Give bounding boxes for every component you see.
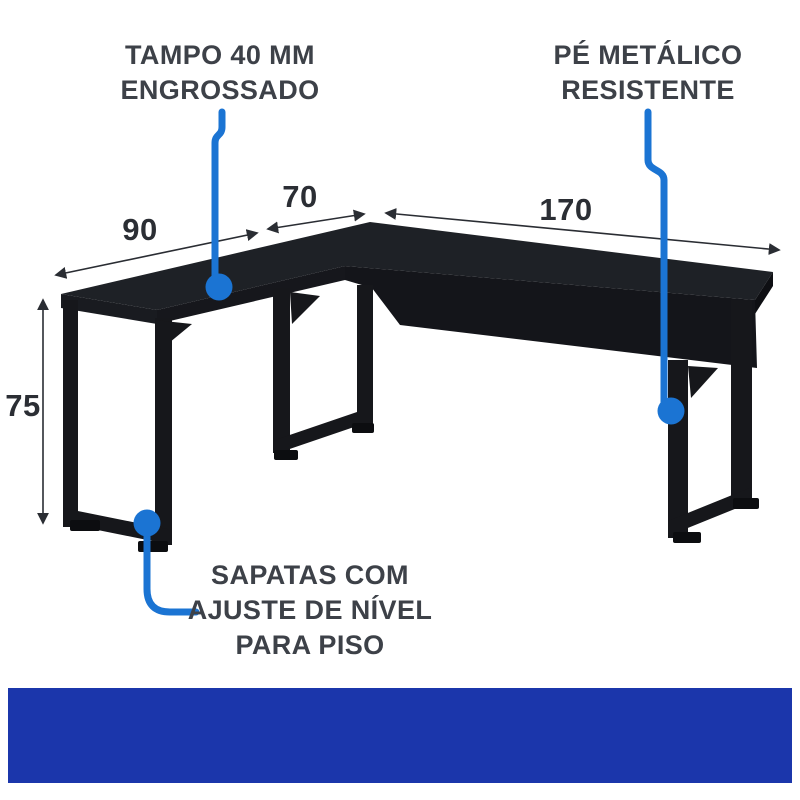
left-leg-gusset bbox=[155, 320, 192, 352]
left-leg-inner-post bbox=[155, 318, 172, 545]
dimension-value-90: 90 bbox=[122, 212, 158, 247]
callout-dot-tampo bbox=[205, 273, 233, 301]
dimension-value-70: 70 bbox=[282, 179, 318, 214]
bottom-blue-banner bbox=[8, 688, 792, 783]
right-leg-back-post bbox=[731, 300, 752, 504]
right-leg-gusset bbox=[688, 366, 718, 398]
desk-front-panel bbox=[345, 266, 757, 368]
label-pe-line1: PÉ METÁLICO bbox=[553, 40, 743, 70]
callout-dot-sapatas bbox=[133, 509, 161, 537]
dimension-lines bbox=[37, 207, 781, 525]
dimension-line-90 bbox=[54, 229, 259, 279]
callout-dot-pe bbox=[657, 397, 685, 425]
label-tampo-line1: TAMPO 40 MM bbox=[125, 40, 315, 70]
dimension-line-170 bbox=[384, 207, 781, 256]
middle-leg-bottom-rail bbox=[275, 412, 357, 454]
left-leg-front-foot bbox=[70, 520, 100, 531]
middle-leg-front-foot bbox=[274, 450, 298, 460]
callout-dots bbox=[133, 273, 685, 537]
return-inner-edge-face bbox=[157, 266, 345, 324]
label-sapatas: SAPATAS COM AJUSTE DE NÍVEL PARA PISO bbox=[157, 558, 463, 663]
desk-top-right-end-face bbox=[755, 272, 773, 314]
middle-leg-gusset bbox=[290, 292, 320, 324]
label-sapatas-line1: SAPATAS COM bbox=[211, 560, 409, 590]
callout-line-pe bbox=[644, 108, 668, 406]
dimension-line-70 bbox=[266, 209, 366, 234]
callout-lines bbox=[143, 108, 668, 616]
right-leg-front-post bbox=[668, 360, 688, 538]
callout-line-sapatas bbox=[143, 524, 200, 616]
label-pe-line2: RESISTENTE bbox=[561, 75, 735, 105]
middle-leg-back-post bbox=[357, 285, 373, 428]
desk-top-surface bbox=[61, 222, 773, 310]
label-sapatas-line2: AJUSTE DE NÍVEL bbox=[187, 595, 433, 625]
middle-leg-front-post bbox=[273, 288, 290, 453]
label-tampo: TAMPO 40 MM ENGROSSADO bbox=[90, 38, 350, 108]
dimension-value-170: 170 bbox=[539, 192, 593, 227]
label-tampo-line2: ENGROSSADO bbox=[120, 75, 320, 105]
left-leg-frame bbox=[63, 300, 192, 552]
left-leg-back-foot bbox=[138, 541, 168, 552]
middle-leg-frame bbox=[273, 285, 374, 460]
right-leg-back-foot bbox=[733, 498, 759, 509]
left-leg-outer-post bbox=[63, 300, 78, 527]
label-sapatas-line3: PARA PISO bbox=[235, 630, 385, 660]
middle-leg-back-foot bbox=[352, 423, 374, 433]
return-front-end-face bbox=[61, 294, 157, 324]
dimension-value-75: 75 bbox=[5, 388, 41, 423]
callout-line-tampo bbox=[211, 108, 226, 284]
right-leg-bottom-rail bbox=[668, 487, 752, 536]
label-pe-metalico: PÉ METÁLICO RESISTENTE bbox=[518, 38, 778, 108]
right-leg-front-foot bbox=[673, 532, 701, 543]
